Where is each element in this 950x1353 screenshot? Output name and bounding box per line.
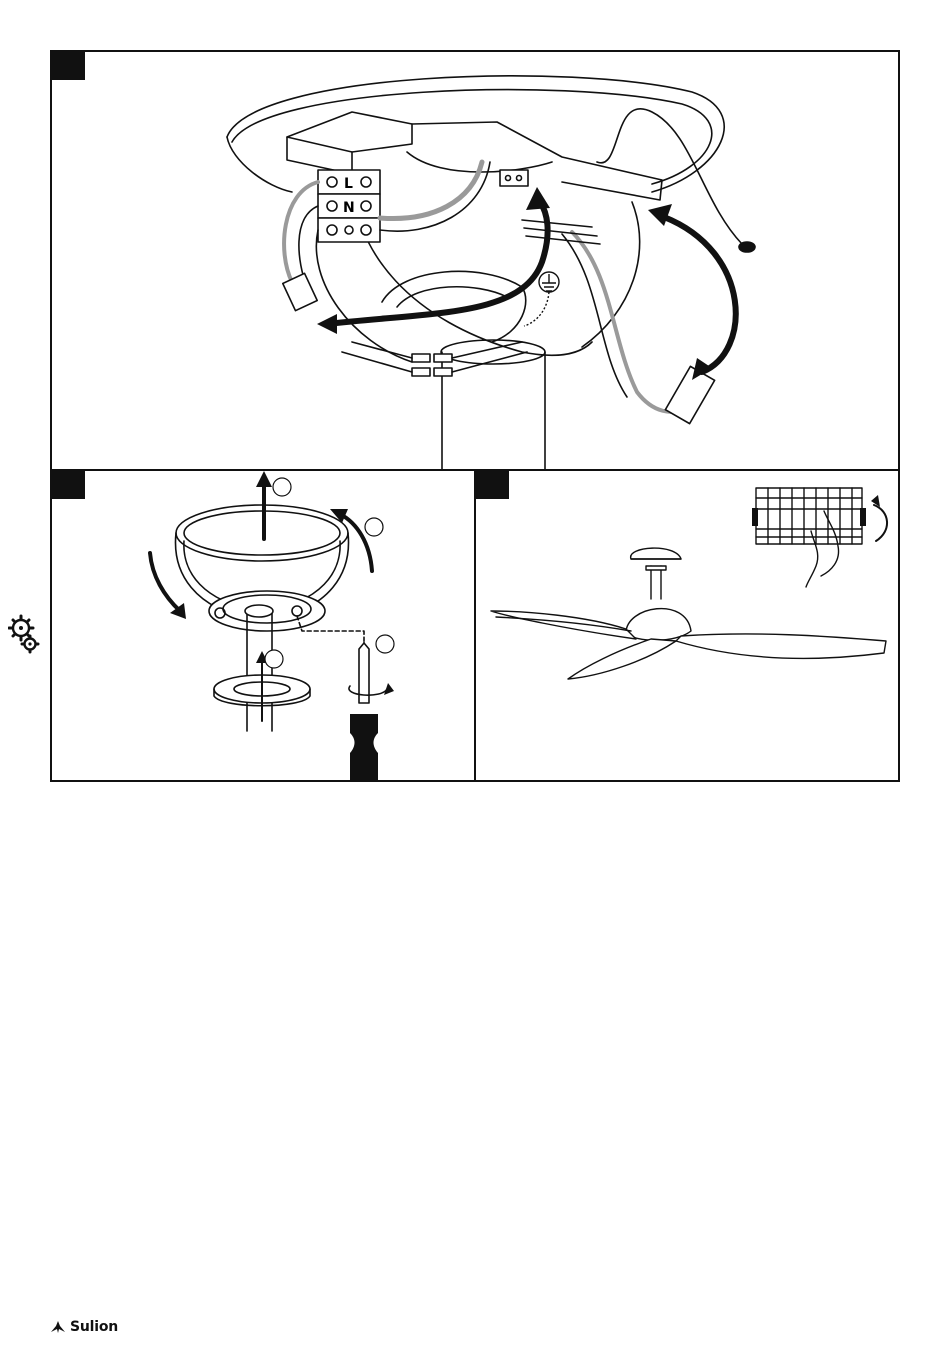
brand-name: Sulion [70,1319,118,1335]
arrow-rotate-left [150,553,180,611]
callout-2 [365,518,383,536]
step-panel-canopy [50,469,477,782]
fan-blade-left [491,611,636,639]
sulion-logo-icon [50,1320,66,1334]
fan-downrod [651,566,661,599]
step-panel-breaker [474,469,900,782]
brand-logo: Sulion [50,1316,118,1338]
fan-blade-front [568,639,676,679]
fan-blade-right [676,634,886,658]
callout-1 [273,478,291,496]
fan-canopy [631,548,681,559]
receiver-slot [500,170,528,186]
step-panel-wiring: L N [50,50,900,471]
screwdriver-handle [350,714,378,782]
terminal-label-n: N [343,200,355,216]
gears-icon [8,614,42,656]
fan-and-breaker-illustration [476,471,900,782]
callout-3 [265,650,283,668]
breaker-panel [756,488,862,544]
antenna-wire [597,109,742,244]
terminal-label-l: L [344,176,353,192]
wiring-illustration: L N [52,52,900,471]
arrow-insert-right [664,217,736,372]
callout-4 [376,635,394,653]
wire-connector-left [283,273,317,310]
canopy-illustration [52,471,477,782]
canopy-dome [382,271,526,342]
arrow-switch-on [874,505,887,541]
mounting-bracket [287,112,412,152]
wire-connector-right [665,366,714,423]
